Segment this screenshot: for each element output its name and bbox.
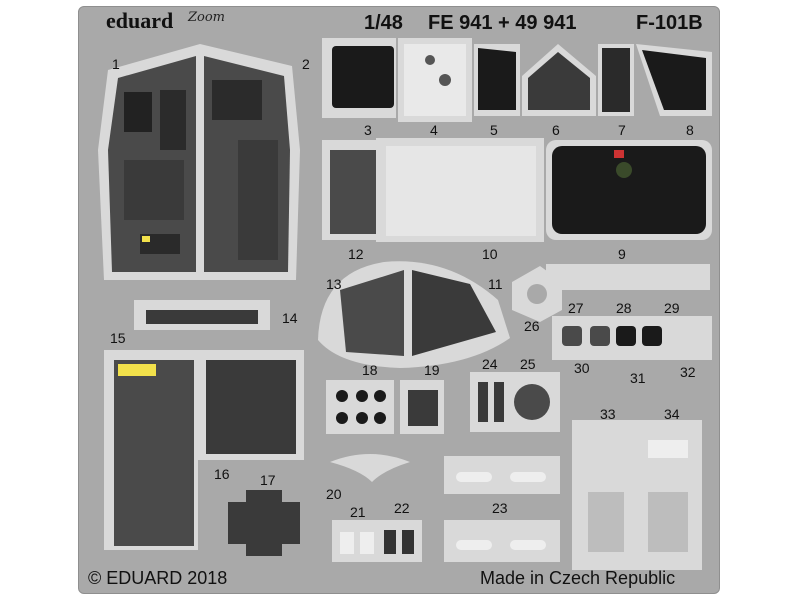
- part-number: 33: [600, 406, 616, 422]
- part-number: 26: [524, 318, 540, 334]
- part-number: 9: [618, 246, 626, 262]
- parts-15-16-lower-consoles: [104, 350, 304, 550]
- scale-label: 1/48: [364, 12, 403, 34]
- parts-33-34: [572, 420, 702, 570]
- part-number: 28: [616, 300, 632, 316]
- part-number: 14: [282, 310, 298, 326]
- part-number: 5: [490, 122, 498, 138]
- parts-18-20: [326, 380, 444, 482]
- part-number: 11: [488, 276, 503, 292]
- part-1-console-left: [98, 44, 200, 280]
- parts-11-13-canopy-frame: [318, 261, 510, 368]
- model-name: F-101B: [636, 12, 703, 34]
- brand-name: eduard: [106, 8, 174, 33]
- part-number: 1: [112, 56, 120, 72]
- part-number: 3: [364, 122, 372, 138]
- part-number: 19: [424, 362, 440, 378]
- part-number: 29: [664, 300, 680, 316]
- part-number: 23: [492, 500, 508, 516]
- origin-label: Made in Czech Republic: [480, 568, 676, 588]
- part-14-strip: [134, 300, 270, 330]
- series-logo: Zoom: [188, 10, 226, 25]
- part-number: 15: [110, 330, 126, 346]
- part-number: 30: [574, 360, 590, 376]
- part-number: 12: [348, 246, 364, 262]
- part-number: 22: [394, 500, 410, 516]
- part-2-console-right: [200, 44, 300, 280]
- parts-24-25: [470, 372, 560, 432]
- part-number: 16: [214, 466, 230, 482]
- part-number: 21: [350, 504, 366, 520]
- part-number: 10: [482, 246, 498, 262]
- part-number: 18: [362, 362, 378, 378]
- part-number: 32: [680, 364, 696, 380]
- parts-26-32: [512, 264, 712, 360]
- part-number: 34: [664, 406, 680, 422]
- part-number: 2: [302, 56, 310, 72]
- part-number: 31: [630, 370, 646, 386]
- copyright: © EDUARD 2018: [88, 568, 228, 588]
- part-number: 27: [568, 300, 584, 316]
- part-number: 13: [326, 276, 342, 292]
- parts-21-23: [332, 456, 560, 562]
- part-number: 24: [482, 356, 498, 372]
- part-number: 20: [326, 486, 342, 502]
- part-number: 8: [686, 122, 694, 138]
- parts-3-to-8-panels: [322, 38, 712, 122]
- product-codes: FE 941 + 49 941: [428, 12, 577, 34]
- part-number: 17: [260, 472, 276, 488]
- part-number: 25: [520, 356, 536, 372]
- part-number: 6: [552, 122, 560, 138]
- part-17-plate: [228, 490, 300, 556]
- part-number: 4: [430, 122, 438, 138]
- parts-9-10-main-panel: [322, 138, 712, 242]
- part-number: 7: [618, 122, 626, 138]
